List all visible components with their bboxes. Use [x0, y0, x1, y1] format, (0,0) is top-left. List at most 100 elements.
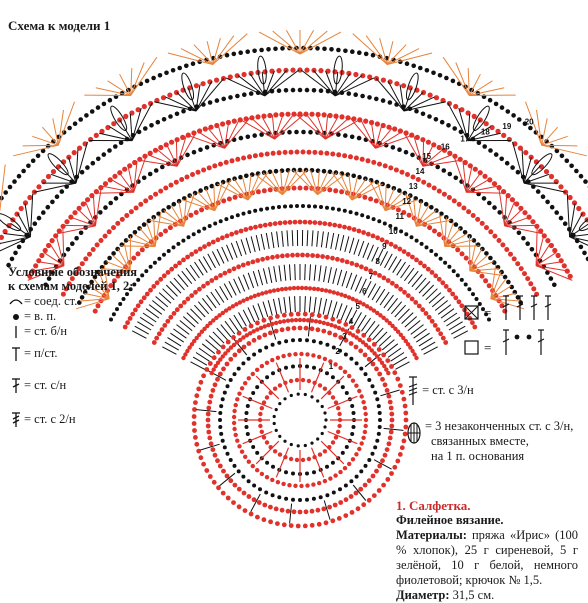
chain-stitch-mark — [96, 303, 101, 308]
chain-stitch-mark — [206, 406, 211, 411]
chain-stitch-mark — [194, 83, 199, 88]
chain-stitch-mark — [46, 174, 51, 179]
row-number-label: 11 — [396, 212, 405, 221]
materials-label: Материалы: — [396, 528, 467, 542]
chain-stitch-mark — [144, 269, 148, 273]
chain-stitch-mark — [361, 400, 365, 404]
chain-stitch-mark — [347, 91, 352, 96]
chain-stitch-mark — [247, 479, 251, 483]
chain-stitch-mark — [343, 49, 348, 54]
chain-stitch-mark — [107, 256, 112, 261]
chain-stitch-mark — [107, 229, 112, 234]
chain-stitch-mark — [288, 220, 293, 225]
chain-stitch-mark — [88, 137, 93, 142]
chain-stitch-mark — [382, 276, 387, 281]
chain-stitch-mark — [354, 345, 359, 350]
chain-stitch-mark — [318, 221, 323, 226]
chain-stitch-mark — [316, 508, 321, 513]
chain-stitch-mark — [318, 68, 323, 73]
chain-stitch-mark — [287, 353, 291, 357]
chain-stitch-mark — [385, 388, 390, 393]
chain-stitch-mark — [178, 304, 183, 309]
stitch-mark — [215, 182, 222, 210]
chain-stitch-mark — [273, 387, 277, 391]
chain-stitch-mark — [322, 169, 327, 174]
chain-stitch-mark — [232, 409, 236, 413]
chain-stitch-mark — [332, 69, 337, 74]
chain-stitch-mark — [329, 47, 334, 52]
stitch-mark — [248, 307, 255, 322]
chain-stitch-mark — [236, 213, 240, 217]
chain-stitch-mark — [473, 167, 478, 172]
stitch-mark — [234, 279, 241, 294]
chain-stitch-mark — [214, 276, 219, 281]
chain-stitch-mark — [289, 204, 293, 208]
chain-stitch-mark — [455, 247, 460, 252]
chain-stitch-mark — [427, 315, 432, 320]
chain-stitch-mark — [435, 165, 440, 170]
chain-stitch-mark — [242, 345, 247, 350]
chain-stitch-mark — [207, 242, 212, 247]
chain-stitch-mark — [275, 408, 278, 411]
chain-stitch-mark — [514, 201, 519, 206]
chain-stitch-mark — [288, 286, 292, 290]
stitch-mark — [313, 70, 335, 96]
chain-stitch-mark — [270, 478, 274, 482]
legend-heading: Условные обозначения к схемам моделей 1,… — [8, 265, 137, 293]
chain-stitch-mark — [274, 321, 278, 325]
chain-stitch-mark — [398, 383, 403, 388]
chain-stitch-mark — [17, 174, 22, 179]
chain-stitch-mark — [316, 287, 320, 291]
chain-stitch-mark — [277, 88, 282, 93]
chain-stitch-mark — [229, 458, 233, 462]
chain-stitch-mark — [287, 130, 292, 135]
stitch-mark — [181, 49, 213, 65]
chain-stitch-mark — [499, 157, 504, 162]
chain-stitch-mark — [161, 208, 166, 213]
stitch-mark — [287, 230, 288, 246]
chain-stitch-mark — [325, 343, 329, 347]
chain-stitch-mark — [375, 439, 379, 443]
stitch-mark — [328, 267, 331, 283]
chain-stitch-mark — [361, 436, 365, 440]
chain-stitch-mark — [175, 137, 180, 142]
chain-stitch-mark — [401, 83, 406, 88]
chain-stitch-mark — [31, 159, 36, 164]
chain-stitch-mark — [279, 112, 284, 117]
chain-stitch-mark — [252, 49, 257, 54]
stitch-mark — [131, 68, 132, 95]
chain-stitch-mark — [319, 205, 323, 209]
chain-stitch-mark — [156, 120, 161, 125]
chain-stitch-mark — [232, 119, 237, 124]
chain-stitch-mark — [176, 242, 180, 246]
chain-stitch-mark — [219, 432, 223, 436]
chain-stitch-mark — [576, 206, 581, 211]
chain-stitch-mark — [310, 319, 314, 323]
chain-stitch-mark — [354, 452, 358, 456]
chain-stitch-mark — [317, 522, 322, 527]
chain-stitch-mark — [316, 437, 319, 440]
chain-stitch-mark — [209, 278, 214, 283]
chain-stitch-mark — [120, 217, 125, 222]
chain-stitch-mark — [247, 154, 252, 159]
chain-stitch-mark — [519, 266, 524, 271]
stitch-mark — [121, 246, 156, 247]
chain-stitch-mark — [453, 104, 458, 109]
chain-stitch-mark — [248, 226, 253, 231]
chain-stitch-mark — [226, 384, 230, 388]
chain-stitch-mark — [347, 226, 352, 231]
chain-stitch-mark — [437, 189, 442, 194]
chain-stitch-mark — [271, 343, 275, 347]
chain-stitch-mark — [364, 266, 369, 271]
chain-stitch-mark — [91, 247, 96, 252]
chain-stitch-mark — [237, 367, 241, 371]
chain-stitch-mark — [337, 412, 341, 416]
stitch-mark — [302, 170, 318, 195]
legend-text: = ст. с 2/н — [24, 412, 76, 426]
chain-stitch-mark — [359, 264, 364, 269]
chain-stitch-mark — [177, 66, 182, 71]
chain-stitch-mark — [112, 312, 116, 316]
chain-stitch-mark — [336, 48, 341, 53]
stitch-mark — [0, 237, 30, 244]
chain-stitch-mark — [247, 376, 251, 380]
